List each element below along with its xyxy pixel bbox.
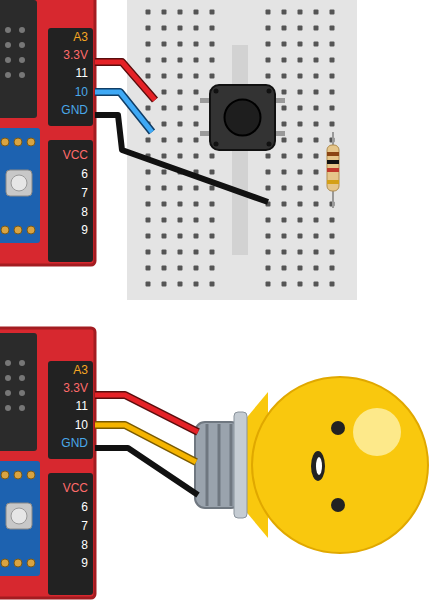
pin-label: 10 xyxy=(75,84,88,100)
pin-label: GND xyxy=(61,102,88,118)
lamp xyxy=(195,377,428,553)
pin-label: 11 xyxy=(76,65,88,81)
pin-label: A3 xyxy=(73,362,88,378)
pin-label: 7 xyxy=(81,185,88,201)
pin-label: A3 xyxy=(73,29,88,45)
push-button xyxy=(200,85,285,150)
board-top xyxy=(0,0,95,265)
pin-label: 6 xyxy=(81,166,88,182)
pin-label: VCC xyxy=(63,147,88,163)
pin-label: GND xyxy=(61,435,88,451)
board-bottom xyxy=(0,328,95,598)
breadboard xyxy=(127,0,357,300)
pin-label: 3.3V xyxy=(63,380,88,396)
pin-label: 3.3V xyxy=(63,47,88,63)
pin-label: 8 xyxy=(81,537,88,553)
pin-label: 9 xyxy=(81,555,88,571)
wires-top xyxy=(95,62,268,202)
pin-label: 9 xyxy=(81,222,88,238)
wires-bottom xyxy=(95,395,198,495)
resistor-symbol xyxy=(327,132,339,208)
pin-label: 7 xyxy=(81,518,88,534)
pin-label: 8 xyxy=(81,204,88,220)
pin-label: 6 xyxy=(81,499,88,515)
pin-label: 10 xyxy=(75,417,88,433)
pin-label: VCC xyxy=(63,480,88,496)
pin-label: 11 xyxy=(76,398,88,414)
